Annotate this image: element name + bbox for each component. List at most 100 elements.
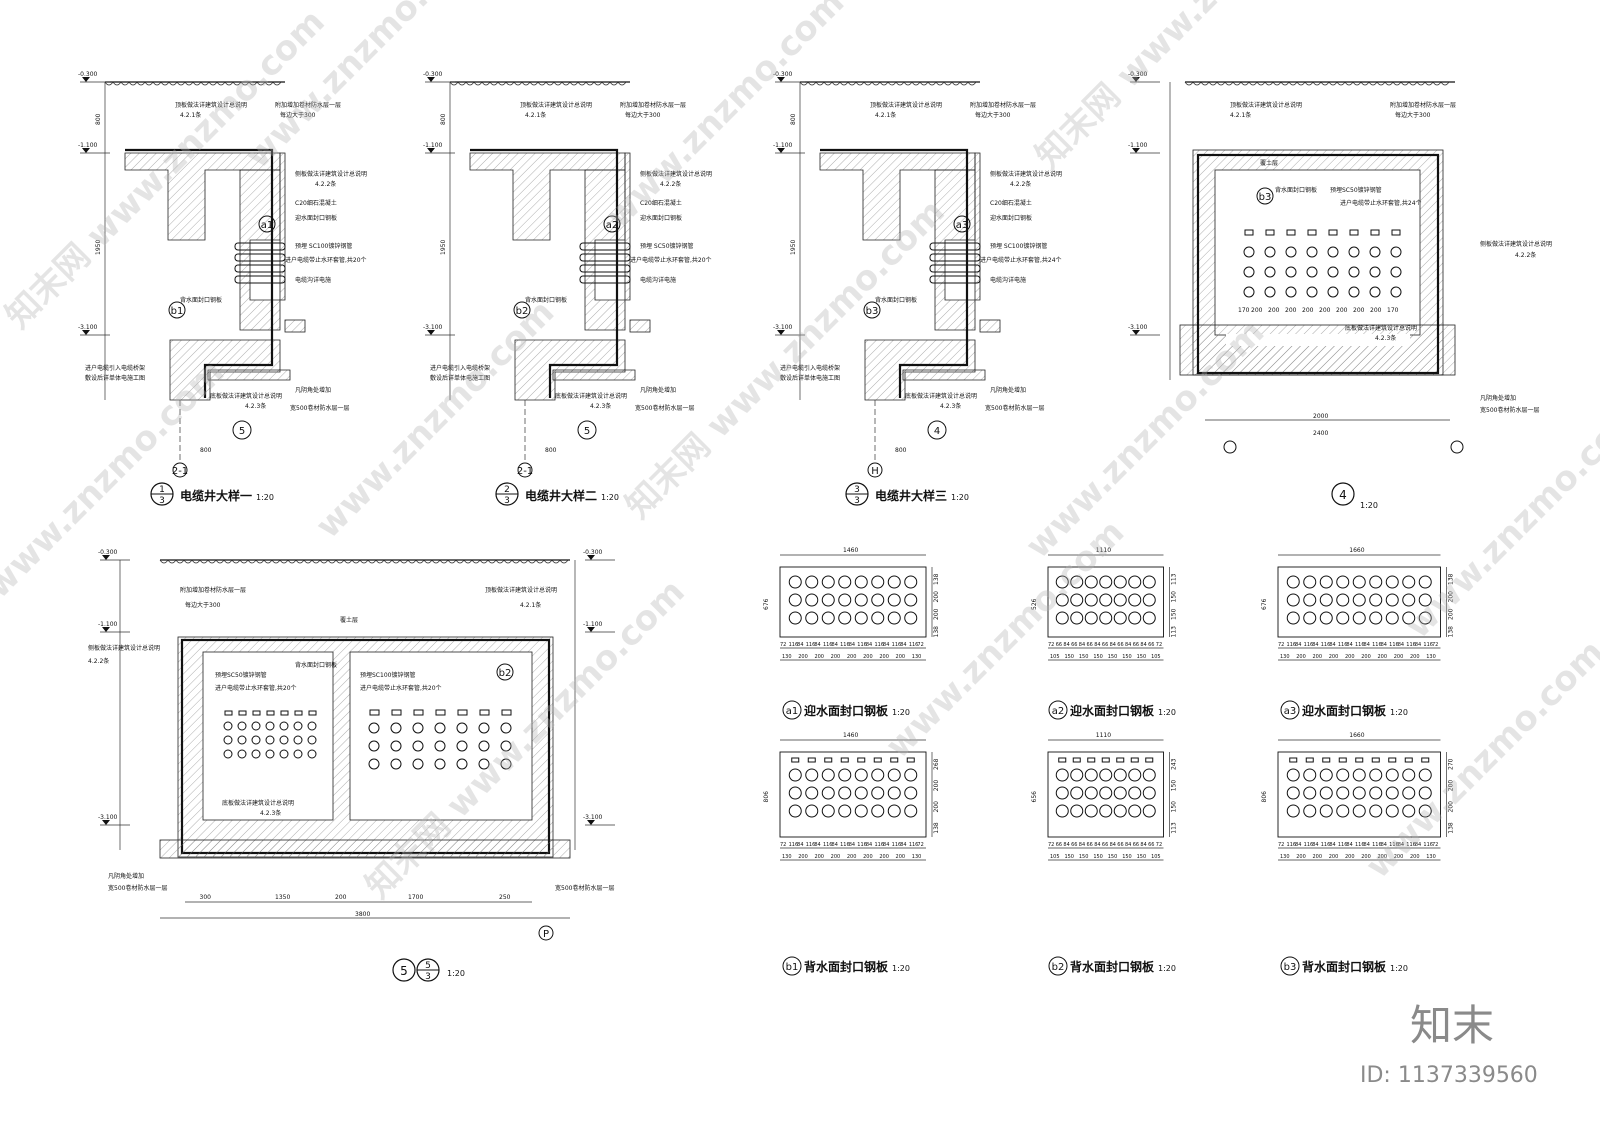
- note-roof-ref: 4.2.1条: [875, 111, 896, 119]
- note-into-2: 进户电缆带止水环套管,共20个: [360, 684, 442, 692]
- vdim-text: 200: [933, 591, 940, 603]
- bottom-dim-2: 150: [1122, 654, 1132, 660]
- pipe-hole: [1348, 266, 1360, 278]
- pipe-hole: [1348, 286, 1360, 298]
- pipe-hole: [1128, 575, 1142, 589]
- level-marker: [427, 77, 435, 82]
- pipe-slot: [391, 709, 402, 716]
- plate-title-index-circle: [1280, 956, 1300, 976]
- plate-width: 1460: [843, 547, 858, 554]
- pipe-hole: [1286, 768, 1300, 782]
- pipe-hole: [1084, 593, 1098, 607]
- note-bottom-ref: 4.2.3条: [940, 402, 961, 410]
- level-label: -1.100: [1128, 142, 1148, 149]
- pipe-hole: [1084, 804, 1098, 818]
- detail-scale: 1:20: [1360, 501, 1378, 510]
- pipe-hole: [237, 749, 247, 759]
- detail-title: 电缆井大样一: [180, 488, 252, 503]
- note-pipe: 预埋 SC100镀锌钢管: [295, 242, 352, 250]
- note-corner: 凡阴角处增加: [1480, 394, 1516, 402]
- pipe-slot: [1391, 229, 1401, 236]
- bottom-dim-2: 200: [831, 854, 841, 860]
- cable-trench: [629, 319, 651, 333]
- note-entrance: 进户电缆引入电缆桥架: [780, 364, 840, 372]
- pipe-hole: [854, 575, 868, 589]
- pipe-hole: [1319, 611, 1333, 625]
- bottom-dim-1: 84: [814, 642, 820, 648]
- pipe-hole: [821, 593, 835, 607]
- bottom-dim-1: 84: [866, 642, 872, 648]
- section-ref-circle: [232, 420, 252, 440]
- plate-outline: [1047, 566, 1164, 638]
- pipe-hole: [1113, 768, 1127, 782]
- pipe-hole: [1055, 768, 1069, 782]
- level-marker: [102, 555, 110, 560]
- bottom-dim-2: 105: [1151, 654, 1161, 660]
- ground-scallop: [799, 81, 977, 86]
- pipe-slot: [369, 709, 380, 716]
- plate-title-index-text: a3: [1284, 706, 1297, 717]
- vdim-text: 200: [933, 780, 940, 792]
- bottom-dim-2: 200: [1394, 654, 1404, 660]
- level-marker: [777, 148, 785, 153]
- pipe-slot: [791, 757, 800, 763]
- pipe-hole: [1099, 593, 1113, 607]
- sleeve-pipe: [929, 264, 981, 273]
- level-label: -0.300: [583, 549, 603, 556]
- vdim-text: 138: [1448, 573, 1455, 585]
- pipe-slot: [1349, 229, 1359, 236]
- bottom-dim-1: 84: [849, 842, 855, 848]
- bottom-dim-2: 150: [1093, 854, 1103, 860]
- pipe-hole: [434, 758, 446, 770]
- note-cable: 电缆沟详电施: [640, 276, 676, 284]
- pipe-slot: [824, 757, 833, 763]
- bottom-dim-2: 200: [879, 854, 889, 860]
- cable-trench: [284, 319, 306, 333]
- pipe-hole: [1070, 804, 1084, 818]
- note-corner: 凡阴角处增加: [108, 872, 144, 880]
- plate-scale: 1:20: [1158, 708, 1176, 717]
- bottom-dim-2: 200: [1410, 654, 1420, 660]
- pipe-hole: [434, 722, 446, 734]
- grid-ref-text: 2-1: [517, 466, 533, 477]
- bottom-dim-2: 130: [782, 654, 792, 660]
- detail-title: 电缆井大样三: [875, 488, 947, 503]
- plate-ref-b-circle: [863, 301, 881, 319]
- pipe-slot: [1404, 757, 1413, 763]
- plate-title: 背水面封口钢板: [1302, 959, 1387, 974]
- bottom-dim-1: 72: [1156, 642, 1162, 648]
- plate-title-index-circle: [782, 956, 802, 976]
- pipe-hole: [265, 749, 275, 759]
- detail-scale: 1:20: [951, 493, 969, 502]
- pipe-hole: [368, 758, 380, 770]
- pipe-hole: [871, 786, 885, 800]
- bottom-dim-1: 84: [1110, 842, 1116, 848]
- level-label: -3.100: [583, 814, 603, 821]
- pipe-hole: [1070, 575, 1084, 589]
- pipe-hole: [887, 768, 901, 782]
- pipe-hole: [887, 575, 901, 589]
- bottom-dim-2: 150: [1108, 654, 1118, 660]
- note-corner2: 宽500卷材防水层一层: [108, 884, 167, 892]
- level-marker: [1132, 330, 1140, 335]
- pipe-hole: [1264, 246, 1276, 258]
- vdim-text: 150: [1171, 591, 1178, 603]
- vdim-text: 200: [1448, 608, 1455, 620]
- pipe-hole: [838, 593, 852, 607]
- bottom-dim-1: 116: [823, 842, 833, 848]
- note-into-house: 进户电缆带止水环套管,共24个: [1340, 199, 1422, 207]
- pipe-slot: [1328, 229, 1338, 236]
- bottom-dim-1: 116: [840, 642, 850, 648]
- pipe-hole: [838, 611, 852, 625]
- bottom-dim-1: 84: [832, 842, 838, 848]
- note-pipe: 预埋 SC100镀锌钢管: [990, 242, 1047, 250]
- note-roof: 顶板做法详建筑设计总说明: [175, 101, 247, 109]
- pipe-hole: [1099, 768, 1113, 782]
- pipe-hole: [478, 722, 490, 734]
- pipe-hole: [1055, 804, 1069, 818]
- sleeve-pipe: [929, 242, 981, 251]
- plate-height: 526: [1031, 598, 1038, 610]
- vdim-text: 200: [1448, 591, 1455, 603]
- pipe-slot: [1116, 757, 1125, 763]
- pipe-hole: [1286, 593, 1300, 607]
